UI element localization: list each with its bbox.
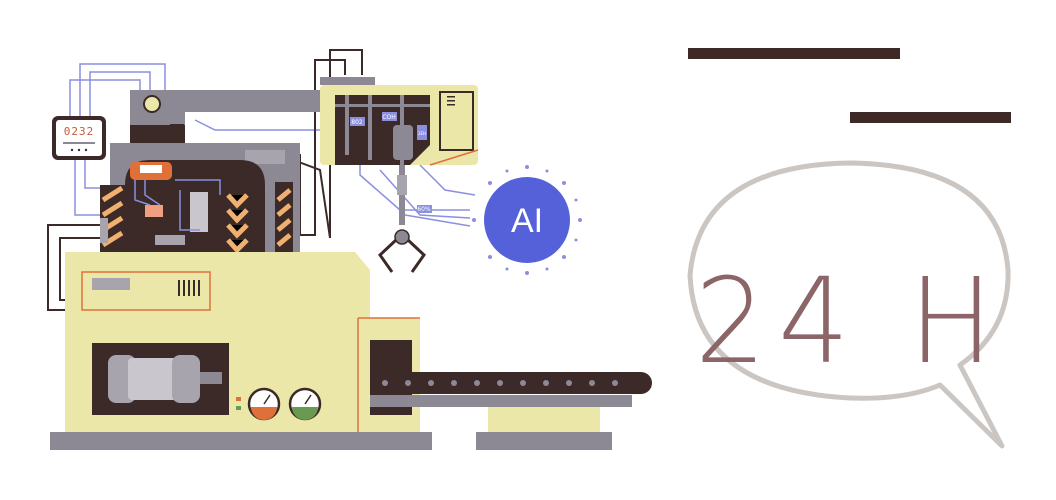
speech-bubble-text: 24 H: [695, 254, 1005, 391]
signal-wires: [69, 63, 476, 227]
ai-label: AI: [511, 202, 543, 240]
ai-badge: AI: [472, 165, 582, 275]
gear-knob-icon: [143, 95, 161, 113]
sensor-label: 802: [351, 119, 363, 126]
sensor-label: COH: [382, 114, 395, 121]
floor-base-right: [476, 432, 612, 450]
motor: [92, 343, 229, 415]
sensor-label: 60%: [417, 206, 431, 213]
speech-bubble: 24 H: [687, 160, 1011, 449]
pressure-gauge: [247, 387, 281, 421]
hazard-stripes: [100, 182, 293, 254]
conveyor-belt: [370, 340, 652, 432]
meter-reading: 0232: [64, 125, 95, 138]
sensor-label: 2EH: [418, 131, 426, 136]
robot-control-box: 802 COH 2EH 60%: [320, 77, 479, 213]
floor-base: [50, 432, 432, 450]
temperature-gauge: [288, 387, 322, 421]
decor-bar-top: [688, 48, 900, 59]
decor-bar-second: [850, 112, 1011, 123]
digital-meter: 0232: [52, 116, 106, 160]
robot-claw: [378, 165, 426, 273]
